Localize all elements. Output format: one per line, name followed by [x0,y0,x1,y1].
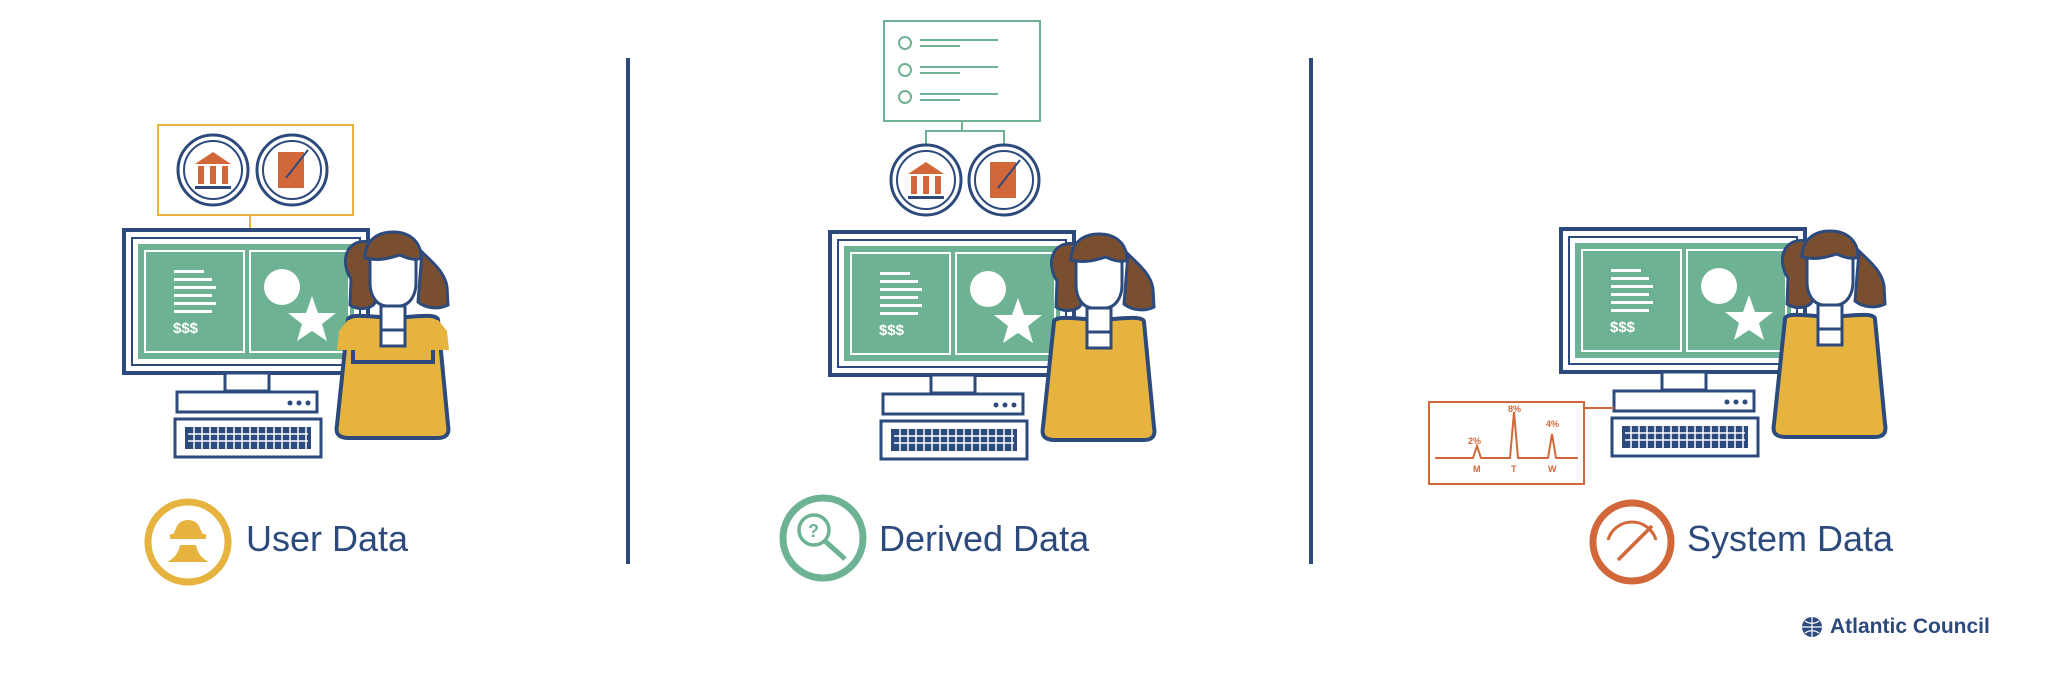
peak-label-w: 4% [1546,419,1559,429]
keyboard [879,419,1029,461]
callout-box [157,124,354,216]
user-data-label: User Data [246,518,409,559]
derived-data-illustration: $$$ ? [779,20,1157,582]
panel-user-data: $$$ [0,0,620,683]
divider-left [626,58,630,564]
monitor-dollar-text: $$$ [173,320,199,337]
gauge-icon [1589,499,1675,585]
magnifier-question-icon: ? [779,494,867,582]
panel-system-data: $$$ 2% 8% 4% M [1400,0,2020,683]
woman-figure [1771,229,1888,439]
brand-name: Atlantic Council [1830,615,1990,638]
bank-icon [889,143,963,217]
panel-derived-data: $$$ ? Derived Data [700,0,1320,683]
monitor-dollar-text: $$$ [1610,319,1636,336]
day-label-w: W [1548,464,1557,474]
computer-monitor: $$$ [1559,227,1807,374]
divider-right [1309,58,1313,564]
keyboard [1610,416,1760,458]
bank-icon [176,133,250,207]
derived-data-label: Derived Data [879,518,1090,559]
computer-monitor: $$$ [828,230,1076,377]
user-spy-icon [144,498,232,586]
day-label-t: T [1511,464,1517,474]
peak-label-m: 2% [1468,436,1481,446]
system-data-illustration: $$$ 2% 8% 4% M [1428,227,1888,585]
globe-icon [1802,617,1822,637]
user-data-illustration: $$$ [122,124,451,586]
system-data-label: System Data [1687,518,1894,559]
monitor-dollar-text: $$$ [879,322,905,339]
computer-monitor: $$$ [122,228,370,375]
keyboard [173,417,323,459]
checklist-callout [883,20,1041,122]
woman-figure [1040,232,1157,442]
atlantic-council-logo: Atlantic Council [1800,615,1990,639]
star-icon [994,298,1042,343]
star-icon [1725,295,1773,340]
day-label-m: M [1473,464,1481,474]
desktop-unit [881,392,1025,416]
activity-chart-callout: 2% 8% 4% M T W [1428,401,1614,485]
svg-text:?: ? [808,521,819,541]
peak-label-t: 8% [1508,404,1521,414]
star-icon [288,296,336,341]
woman-figure [334,230,451,440]
desktop-unit [1612,389,1756,413]
document-icon [255,133,329,207]
document-icon [967,143,1041,217]
desktop-unit [175,390,319,414]
